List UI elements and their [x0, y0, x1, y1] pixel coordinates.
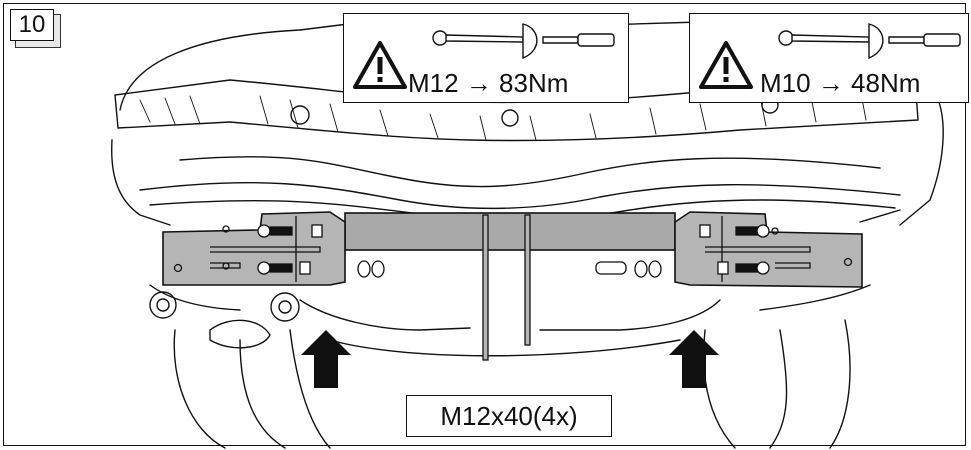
bumper-lower-edge: [111, 139, 901, 226]
torque-spec-m10-text: M10 → 48Nm: [760, 68, 920, 99]
bracket-right: [595, 211, 863, 288]
muffler-center-inner: [278, 300, 292, 314]
torque-spec-m12-text: M12 → 83Nm: [408, 68, 568, 99]
muffler-left: [149, 291, 177, 319]
washer-nut-right: [595, 260, 662, 278]
underbody-center: [329, 339, 681, 357]
warning-triangle-icon: [353, 41, 407, 89]
underbody-right: [539, 284, 871, 331]
muffler-left-inner: [156, 298, 170, 312]
beam-hole-left: [290, 105, 310, 125]
torque-bolt-size: M10: [760, 68, 811, 98]
bumper-crease-upper: [179, 156, 881, 188]
bracket-left: [162, 211, 385, 286]
torque-spec-m12: M12 → 83Nm: [343, 13, 629, 103]
torque-wrench-icon: [778, 23, 961, 60]
torque-value: 83Nm: [499, 68, 569, 98]
step-badge: 10: [10, 9, 61, 48]
bumper-crease-lower: [139, 181, 901, 210]
bolt-left-lower: [257, 261, 311, 275]
upper-beam-ribs: [139, 87, 867, 141]
underbody-left: [149, 284, 471, 331]
torque-value: 48Nm: [851, 68, 921, 98]
tire-left: [173, 329, 331, 449]
beam-hole-right: [501, 109, 519, 127]
bolt-right-lower: [717, 261, 770, 275]
lift-arrow-right: [669, 330, 719, 388]
warning-triangle-icon: [699, 41, 753, 89]
crossbar: [344, 212, 676, 251]
tire-right: [703, 319, 851, 449]
bolt-right-upper: [699, 224, 770, 238]
torque-spec-m10: M10 → 48Nm: [689, 13, 969, 103]
step-number: 10: [10, 9, 54, 41]
torque-bolt-size: M12: [408, 68, 459, 98]
tow-hook-housing: [209, 319, 271, 349]
torque-arrow: →: [817, 68, 844, 98]
bolt-left-upper: [257, 224, 323, 238]
washer-nut-left: [357, 260, 385, 278]
lift-arrow-left: [301, 330, 351, 388]
bolt-callout: M12x40(4x): [406, 395, 612, 437]
torque-wrench-icon: [432, 23, 615, 60]
torque-arrow: →: [465, 68, 492, 98]
hanging-straps: [482, 214, 531, 361]
muffler-center: [270, 292, 300, 322]
